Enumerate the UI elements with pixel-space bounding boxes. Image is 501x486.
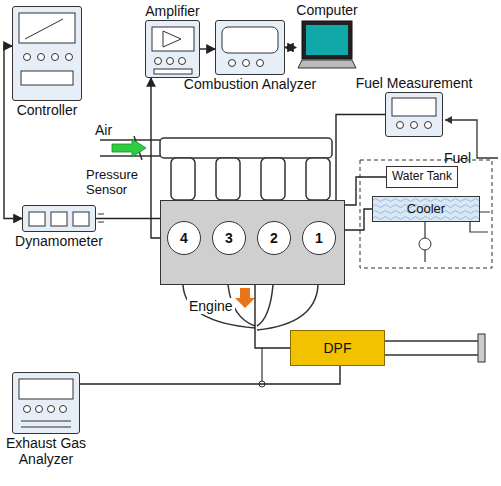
- controller-unit: Controller: [12, 6, 82, 101]
- intake-plenum: [160, 138, 332, 158]
- device-face: [23, 206, 95, 231]
- air-arrow: [112, 139, 146, 157]
- cylinder: 3: [212, 221, 246, 255]
- intake-runners: [171, 158, 330, 200]
- device-face: [13, 7, 81, 100]
- node-label: Engine: [187, 298, 235, 314]
- pump-symbol: [419, 238, 431, 250]
- cooling-region: [360, 160, 492, 268]
- connector-line: [96, 218, 160, 219]
- connector-line: [336, 115, 385, 201]
- connector-line: [285, 47, 296, 48]
- node-label: Dynamometer: [15, 233, 103, 249]
- air-pipe: [100, 140, 162, 156]
- dynamometer: Dynamometer: [22, 205, 96, 232]
- fuel-measurement-unit: Fuel Measurement: [385, 92, 443, 137]
- node-label: Computer: [296, 2, 357, 18]
- combustion-analyzer: Combustion Analyzer: [215, 20, 285, 75]
- dpf-filter: DPF: [290, 330, 385, 366]
- device-face: [13, 373, 79, 433]
- node-label: Amplifier: [145, 3, 199, 19]
- tail-pipe: [385, 341, 478, 355]
- node-label: 3: [225, 230, 233, 246]
- water-tank: Water Tank: [386, 166, 458, 188]
- node-label: 2: [270, 230, 278, 246]
- device-face: [146, 21, 199, 77]
- node-label: 1: [315, 230, 323, 246]
- connector-line: [80, 366, 340, 384]
- fuel-arrow: [445, 116, 452, 124]
- connector-line: [345, 209, 372, 230]
- exhaust-gas-analyzer: Exhaust Gas Analyzer: [12, 372, 80, 434]
- connector-line: [200, 48, 215, 49]
- device-face: [296, 20, 358, 75]
- exhaust-flow-arrow: [235, 288, 255, 308]
- node-label: Controller: [17, 102, 78, 118]
- exhaust-manifold: [183, 285, 318, 330]
- node-label: Fuel Measurement: [356, 75, 473, 91]
- node-label: DPF: [324, 340, 352, 356]
- device-face: [216, 21, 284, 74]
- device-face: [386, 93, 442, 136]
- amplifier-unit: Amplifier: [145, 20, 200, 78]
- annotation-label: Fuel: [444, 150, 476, 166]
- computer: Computer: [296, 20, 358, 75]
- node-label: Cooler: [407, 202, 445, 217]
- cylinder: 2: [257, 221, 291, 255]
- node-label: Exhaust Gas Analyzer: [0, 435, 101, 467]
- connector-line: [255, 285, 290, 348]
- sample-line: [261, 348, 262, 384]
- engine-block: Engine4321: [160, 200, 345, 285]
- annotation-label: Pressure Sensor: [86, 168, 144, 198]
- pipe-end: [478, 334, 485, 362]
- cylinder: 1: [302, 221, 336, 255]
- cylinder: 4: [167, 221, 201, 255]
- node-label: 4: [180, 230, 188, 246]
- cooler: Cooler: [372, 196, 480, 222]
- node-label: Combustion Analyzer: [184, 76, 316, 92]
- node-label: Water Tank: [392, 170, 452, 184]
- annotation-label: Air: [95, 122, 135, 138]
